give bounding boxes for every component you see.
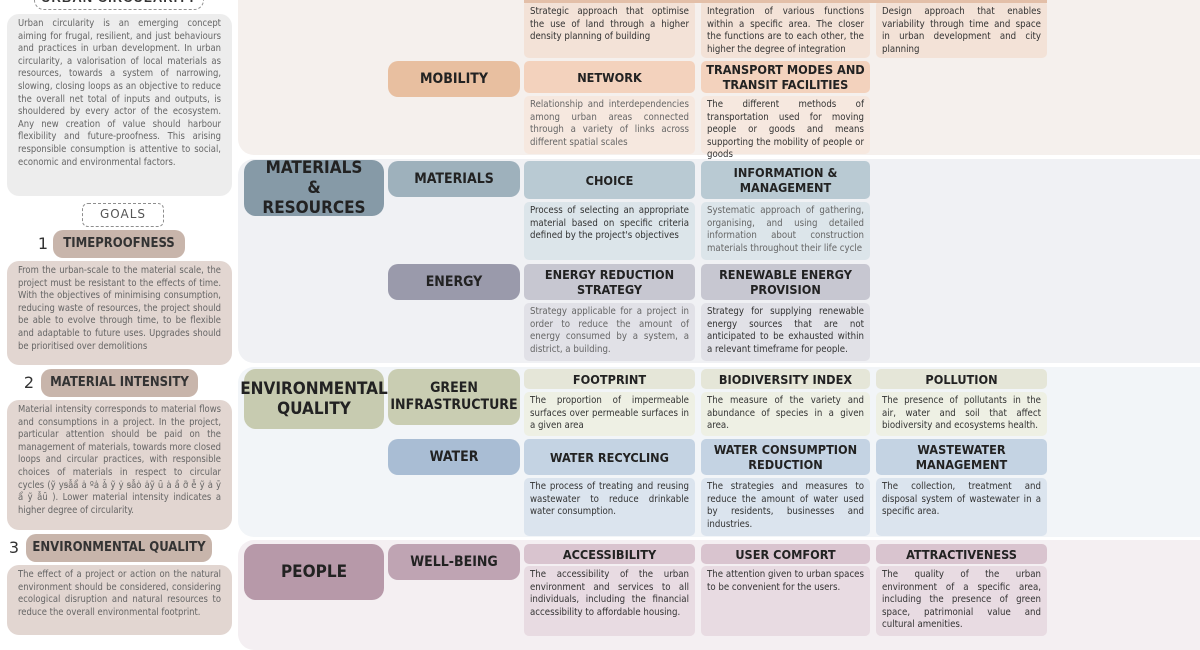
- top-row-header-edge: [524, 0, 1047, 3]
- category-environmental-quality: ENVIRONMENTAL QUALITY: [240, 369, 388, 429]
- indicator-attractiveness-text: The quality of the urban environment of …: [876, 566, 1047, 636]
- goal-material-intensity: MATERIAL INTENSITY: [41, 369, 198, 397]
- indicator-transport-modes: TRANSPORT MODES AND TRANSIT FACILITIES: [701, 61, 870, 93]
- category-materials-resources: MATERIALS & RESOURCES: [244, 158, 384, 218]
- indicator-wastewater-management: WASTEWATER MANAGEMENT: [876, 439, 1047, 475]
- urban-circularity-intro: Urban circularity is an emerging concept…: [7, 14, 232, 196]
- indicator-biodiversity-index: BIODIVERSITY INDEX: [701, 369, 870, 389]
- indicator-water-consumption-reduction-text: The strategies and measures to reduce th…: [701, 478, 870, 536]
- indicator-attractiveness: ATTRACTIVENESS: [876, 544, 1047, 564]
- flexibility-description: Design approach that enables variability…: [876, 0, 1047, 58]
- indicator-pollution-text: The presence of pollutants in the air, w…: [876, 392, 1047, 436]
- category-people: PEOPLE: [244, 544, 384, 600]
- indicator-transport-modes-text: The different methods of transportation …: [701, 96, 870, 160]
- indicator-network: NETWORK: [524, 61, 695, 93]
- indicator-footprint: FOOTPRINT: [524, 369, 695, 389]
- indicator-user-comfort: USER COMFORT: [701, 544, 870, 564]
- goal-1-number: 1: [37, 234, 49, 253]
- urban-circularity-title: URBAN CIRCULARITY: [34, 0, 204, 10]
- goal-environmental-quality-text: The effect of a project or action on the…: [7, 565, 232, 635]
- goal-timeproofness-text: From the urban-scale to the material sca…: [7, 261, 232, 365]
- indicator-information-management: INFORMATION & MANAGEMENT: [701, 161, 870, 199]
- indicator-biodiversity-index-text: The measure of the variety and abundance…: [701, 392, 870, 436]
- goal-environmental-quality: ENVIRONMENTAL QUALITY: [26, 534, 212, 562]
- goal-3-number: 3: [8, 538, 20, 557]
- indicator-pollution: POLLUTION: [876, 369, 1047, 389]
- goal-material-intensity-text: Material intensity corresponds to materi…: [7, 400, 232, 530]
- indicator-renewable-energy-text: Strategy for supplying renewable energy …: [701, 303, 870, 361]
- indicator-accessibility-text: The accessibility of the urban environme…: [524, 566, 695, 636]
- indicator-water-consumption-reduction: WATER CONSUMPTION REDUCTION: [701, 439, 870, 475]
- indicator-accessibility: ACCESSIBILITY: [524, 544, 695, 564]
- density-description: Strategic approach that optimise the use…: [524, 0, 695, 58]
- goal-2-number: 2: [23, 373, 35, 392]
- goal-timeproofness: TIMEPROOFNESS: [53, 230, 185, 258]
- indicator-energy-reduction-text: Strategy applicable for a project in ord…: [524, 303, 695, 361]
- indicator-wastewater-management-text: The collection, treatment and disposal s…: [876, 478, 1047, 536]
- indicator-footprint-text: The proportion of impermeable surfaces o…: [524, 392, 695, 436]
- subcategory-mobility: MOBILITY: [388, 61, 520, 97]
- subcategory-materials: MATERIALS: [388, 161, 520, 197]
- indicator-choice: CHOICE: [524, 161, 695, 199]
- indicator-water-recycling: WATER RECYCLING: [524, 439, 695, 475]
- subcategory-water: WATER: [388, 439, 520, 475]
- subcategory-well-being: WELL-BEING: [388, 544, 520, 580]
- subcategory-energy: ENERGY: [388, 264, 520, 300]
- indicator-choice-text: Process of selecting an appropriate mate…: [524, 202, 695, 260]
- integration-description: Integration of various functions within …: [701, 0, 870, 58]
- indicator-network-text: Relationship and interdependencies among…: [524, 96, 695, 154]
- indicator-energy-reduction: ENERGY REDUCTION STRATEGY: [524, 264, 695, 300]
- indicator-water-recycling-text: The process of treating and reusing wast…: [524, 478, 695, 536]
- indicator-user-comfort-text: The attention given to urban spaces to b…: [701, 566, 870, 636]
- indicator-renewable-energy: RENEWABLE ENERGY PROVISION: [701, 264, 870, 300]
- goals-label: GOALS: [82, 203, 164, 227]
- subcategory-green-infrastructure: GREEN INFRASTRUCTURE: [388, 369, 520, 425]
- indicator-information-management-text: Systematic approach of gathering, organi…: [701, 202, 870, 260]
